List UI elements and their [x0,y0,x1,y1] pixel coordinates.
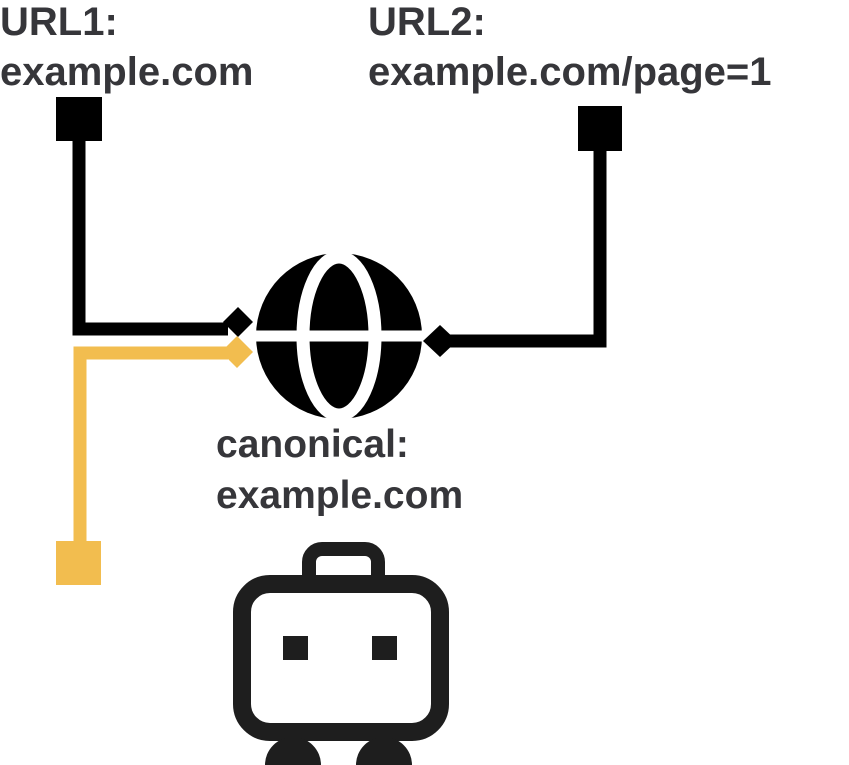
globe-icon [256,250,422,422]
robot-right-eye [372,636,397,660]
robot-body [233,575,449,741]
url1-connector [56,97,253,337]
url1-arrowhead [223,307,253,337]
crawler-line [73,346,228,541]
url2-node [578,106,622,151]
crawler-node [56,541,101,585]
url2-line [442,151,607,348]
url1-line [72,141,228,336]
crawler-arrowhead [221,336,253,368]
robot-icon [233,542,449,765]
robot-left-eye [283,636,308,660]
robot-left-wheel [265,737,321,765]
url2-arrowhead [423,325,457,357]
canonical-label: canonical: example.com [216,425,463,515]
url1-label: URL1: example.com [0,2,253,92]
robot-right-wheel [356,737,412,765]
url2-value: example.com/page=1 [368,50,772,94]
canonical-title: canonical: [216,423,409,466]
url2-label: URL2: example.com/page=1 [368,2,772,92]
url1-value: example.com [0,50,254,94]
url2-connector [423,106,622,357]
url2-title: URL2: [368,0,486,44]
crawler-connector [56,336,253,585]
canonical-value: example.com [216,474,464,517]
url1-node [56,97,102,141]
url1-title: URL1: [0,0,118,44]
